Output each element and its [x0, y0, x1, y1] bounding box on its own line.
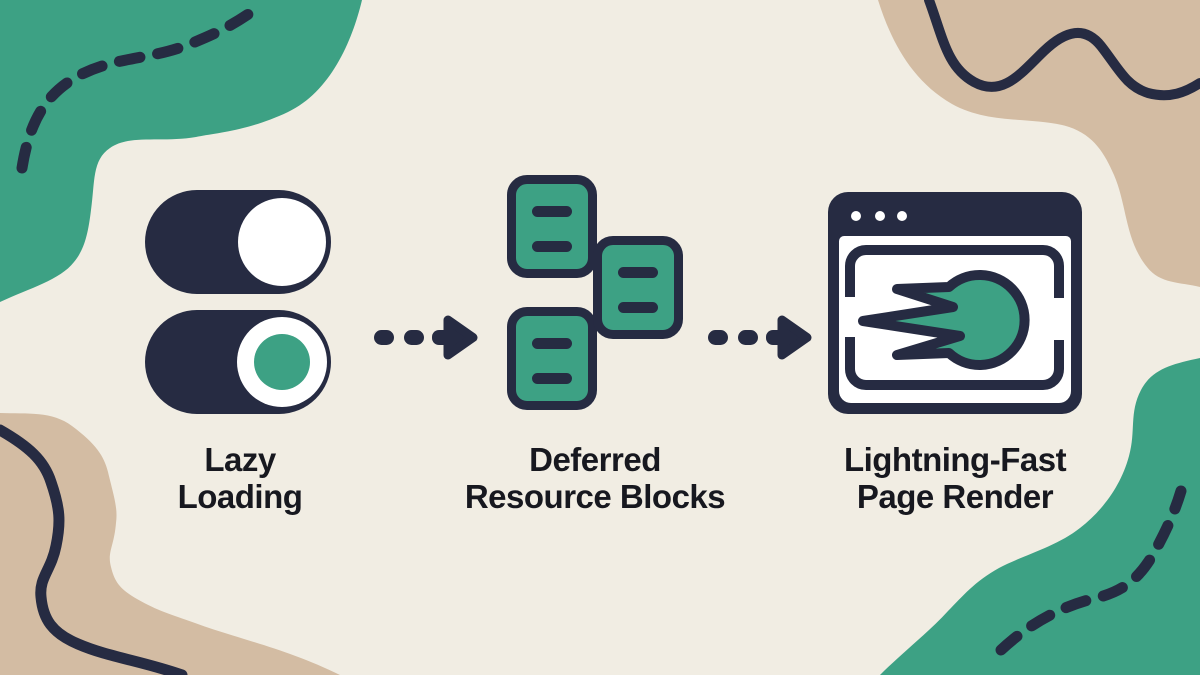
step-label-deferred-resource-blocks: Deferred Resource Blocks: [430, 441, 760, 515]
block-line: [532, 206, 572, 217]
label-line: Deferred: [529, 441, 661, 478]
label-line: Lightning-Fast: [843, 441, 1067, 478]
tan-blob-bottom-left: [0, 413, 340, 675]
dashed-arrow-icon: [374, 315, 478, 360]
teal-blob-bottom-right: [880, 358, 1200, 675]
resource-block: [507, 307, 597, 410]
comet-graphic: [840, 245, 1070, 390]
label-line: Page Render: [856, 478, 1054, 515]
wavy-line-bottom-left: [0, 424, 188, 675]
dashed-curve-bottom-right: [995, 485, 1187, 656]
comet-icon: [858, 270, 1030, 370]
resource-block: [507, 175, 597, 278]
block-line: [618, 302, 658, 313]
browser-dot-icon: [851, 211, 861, 221]
block-line: [532, 338, 572, 349]
browser-dot-icon: [897, 211, 907, 221]
step-label-lightning-fast-page-render: Lightning-Fast Page Render: [790, 441, 1120, 515]
browser-speed-comet-icon: [828, 192, 1082, 414]
toggle-knob-active: [237, 317, 327, 407]
step-label-lazy-loading: Lazy Loading: [90, 441, 390, 515]
label-line: Resource Blocks: [464, 478, 726, 515]
toggle-knob: [238, 198, 326, 286]
label-line: Lazy: [204, 441, 276, 478]
block-line: [532, 373, 572, 384]
toggle-switch-off: [145, 190, 331, 294]
resource-block: [593, 236, 683, 339]
dashed-arrow-icon: [708, 315, 812, 360]
toggle-knob-teal-dot: [254, 334, 310, 390]
wavy-line-top-right: [924, 0, 1200, 101]
toggle-switch-on: [145, 310, 331, 414]
block-line: [618, 267, 658, 278]
dashed-curve-top-left: [16, 7, 256, 174]
resource-blocks-icon: [507, 175, 687, 415]
block-line: [532, 241, 572, 252]
browser-viewport: [839, 236, 1071, 403]
browser-dot-icon: [875, 211, 885, 221]
label-line: Loading: [177, 478, 303, 515]
toggle-switches-icon: [145, 190, 331, 414]
